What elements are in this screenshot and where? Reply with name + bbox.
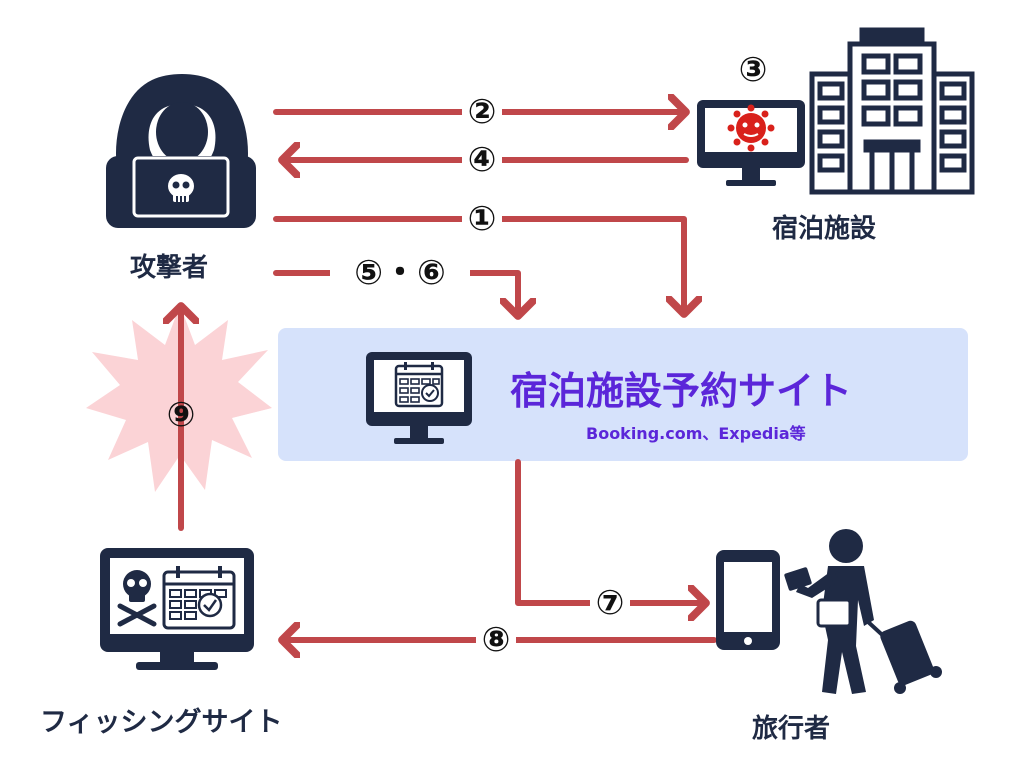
- step-9-number: ⑨: [166, 395, 196, 435]
- hotel-building-icon: [809, 27, 975, 195]
- step-8-number: ⑧: [476, 620, 516, 660]
- step-7-number: ⑦: [590, 583, 630, 623]
- step-3-number: ③: [738, 50, 768, 90]
- smartphone-icon: [716, 550, 780, 650]
- arrow-step-7: [515, 459, 706, 603]
- virus-monitor-icon: [697, 100, 805, 186]
- phishing-monitor-icon: [100, 548, 254, 670]
- calendar-monitor-icon: [366, 352, 472, 444]
- booking-site-title: 宿泊施設予約サイト: [510, 369, 853, 413]
- traveler-icon: [784, 529, 942, 694]
- step-2-number: ②: [462, 92, 502, 132]
- step-4-number: ④: [462, 140, 502, 180]
- attacker-label: 攻撃者: [130, 253, 209, 283]
- traveler-label: 旅行者: [752, 714, 831, 744]
- hacker-icon: [106, 74, 256, 228]
- step-5-6-number: ⑤・⑥: [330, 253, 470, 293]
- hotel-label: 宿泊施設: [772, 214, 877, 244]
- step-1-number: ①: [462, 199, 502, 239]
- phishing-site-label: フィッシングサイト: [40, 707, 283, 738]
- arrow-step-1: [273, 216, 684, 314]
- booking-site-subtitle: Booking.com、Expedia等: [586, 424, 806, 443]
